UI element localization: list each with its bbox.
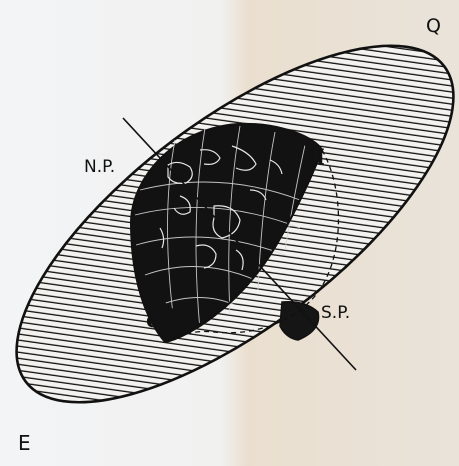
globe-lower-part xyxy=(280,302,319,340)
label-south-pole: S.P. xyxy=(321,303,350,323)
label-q-upper: Q xyxy=(426,15,441,37)
label-north-pole: N.P. xyxy=(84,157,115,177)
label-e-lower: e xyxy=(146,307,160,333)
label-e-upper: E xyxy=(18,431,31,455)
label-q-lower: q xyxy=(309,140,324,166)
